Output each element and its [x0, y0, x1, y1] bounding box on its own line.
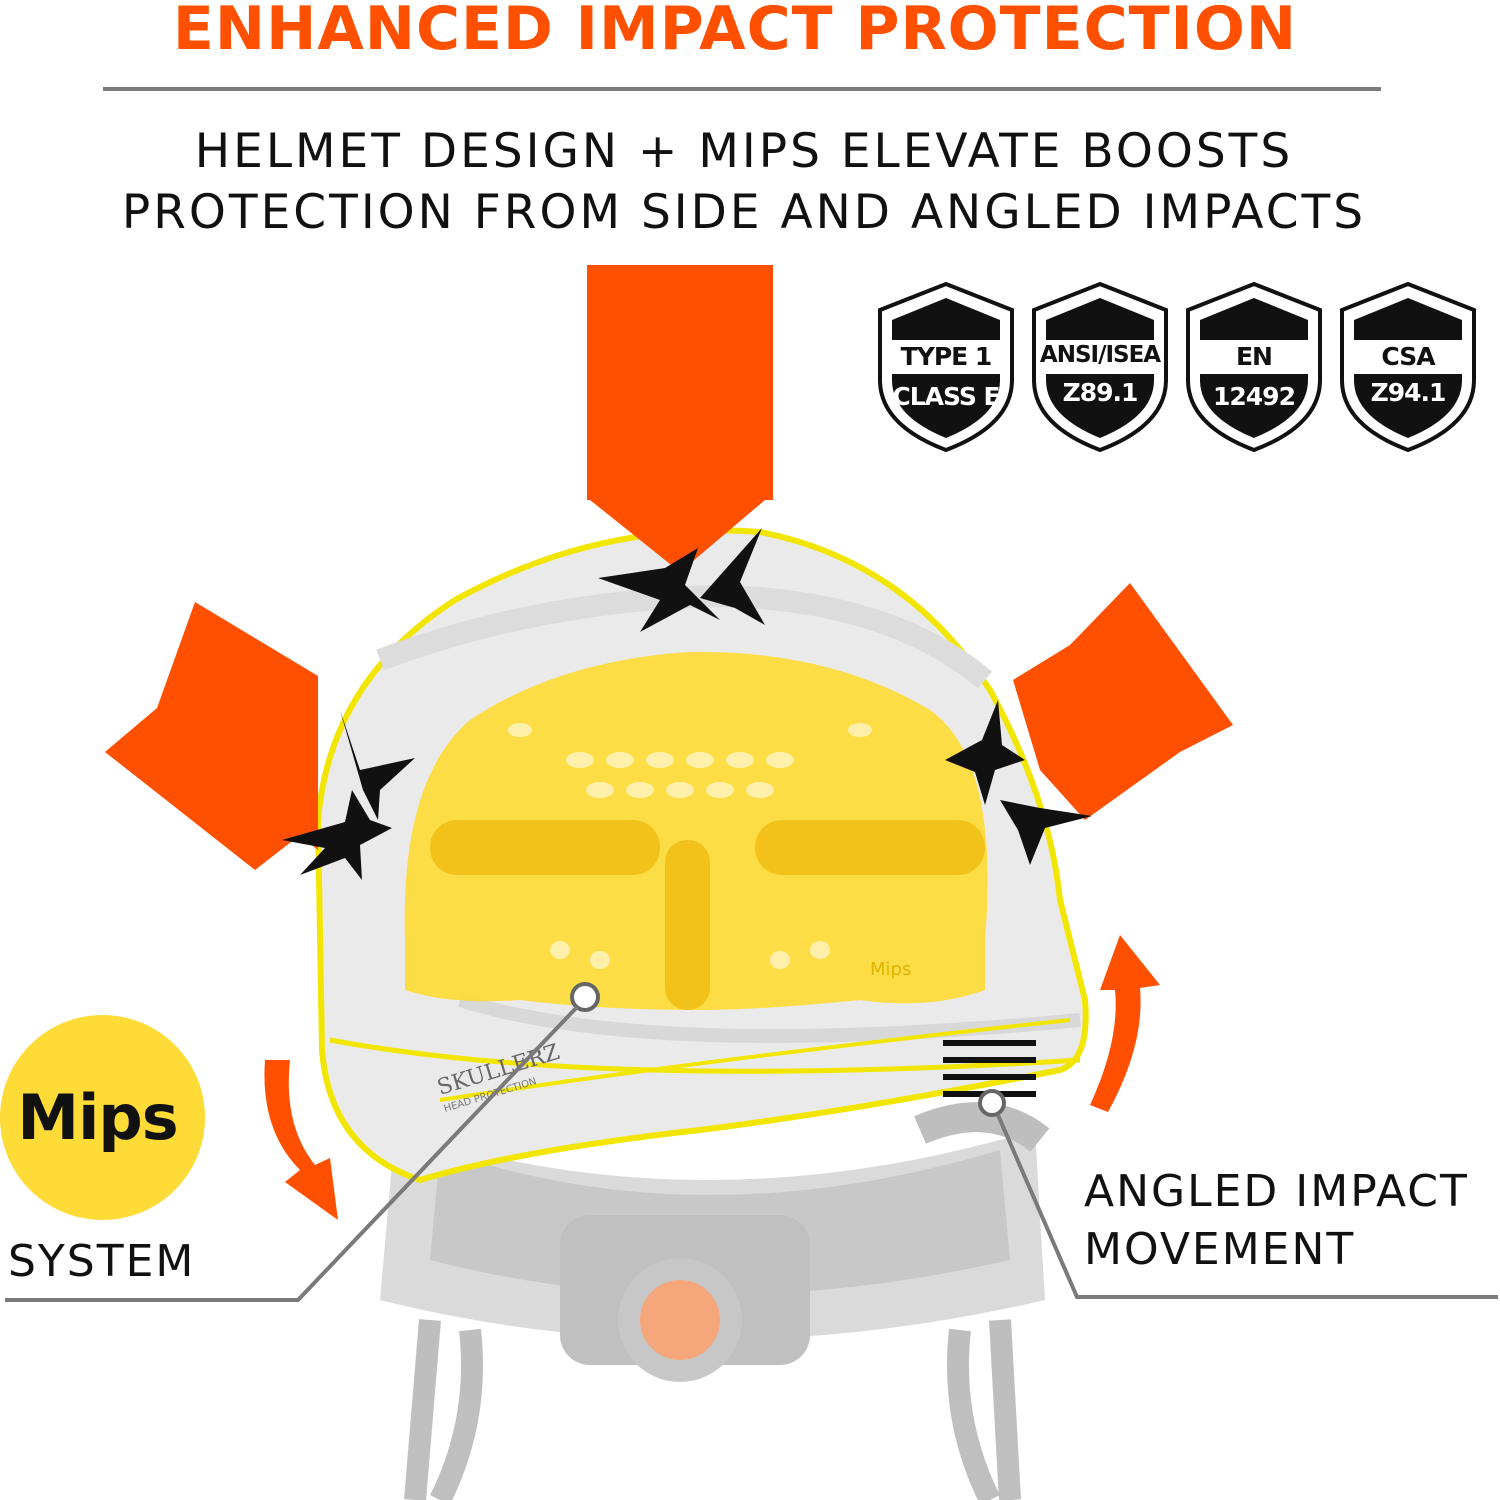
- header-divider: [103, 87, 1381, 91]
- system-label: SYSTEM: [8, 1236, 196, 1287]
- cert-line-2: 12492: [1213, 382, 1296, 411]
- cert-badge-csa: CSA Z94.1: [1338, 280, 1478, 452]
- cert-badge-ansi: ANSI/ISEA Z89.1: [1030, 280, 1170, 452]
- left-burst-icon-2: [340, 710, 415, 820]
- headline: ENHANCED IMPACT PROTECTION: [172, 0, 1298, 64]
- right-burst-icon-2: [1000, 800, 1092, 865]
- cert-badge-en: EN 12492: [1184, 280, 1324, 452]
- angled-leader-line: [996, 1114, 1498, 1299]
- cert-line-1: TYPE 1: [900, 342, 993, 371]
- cert-line-1: CSA: [1381, 342, 1435, 371]
- angled-impact-label-line-2: MOVEMENT: [1084, 1224, 1356, 1275]
- subheadline-line-1: HELMET DESIGN + MIPS ELEVATE BOOSTS: [194, 124, 1294, 179]
- cert-line-2: Z94.1: [1370, 378, 1447, 407]
- callout-lines: [5, 982, 1498, 1302]
- mips-liner: Mips: [404, 651, 988, 1010]
- top-burst-icon-2: [700, 528, 765, 625]
- mips-logo: Mips: [0, 1015, 205, 1220]
- shield-icon: [1186, 281, 1322, 452]
- left-impact-arrow-icon: [105, 602, 318, 870]
- right-impact-arrow-icon: [1013, 583, 1233, 820]
- right-rotation-arrow-icon: [1090, 935, 1160, 1112]
- right-burst-icon: [945, 700, 1025, 805]
- mips-logo-text: Mips: [17, 1081, 178, 1154]
- impact-burst-icons: [282, 528, 1092, 880]
- left-burst-icon: [282, 790, 392, 880]
- ratchet-knob-icon: [618, 1258, 742, 1382]
- cert-line-1: EN: [1235, 342, 1273, 371]
- cert-badge-type1-classe: TYPE 1 CLASS E: [876, 280, 1016, 452]
- top-impact-arrow-icon: [587, 265, 773, 572]
- top-burst-icon: [598, 548, 720, 632]
- system-leader-line: [5, 1005, 579, 1302]
- shield-icon: [878, 281, 1014, 452]
- subheadline-line-2: PROTECTION FROM SIDE AND ANGLED IMPACTS: [121, 185, 1367, 240]
- shield-icon: [1340, 281, 1476, 452]
- angled-impact-label-line-1: ANGLED IMPACT: [1084, 1166, 1469, 1217]
- impact-arrows: [105, 265, 1233, 1220]
- cert-line-2: CLASS E: [892, 382, 1000, 411]
- cert-line-1: ANSI/ISEA: [1039, 342, 1161, 368]
- shield-icon: [1032, 281, 1168, 452]
- left-rotation-arrow-icon: [264, 1060, 338, 1220]
- liner-mips-mark: Mips: [870, 959, 911, 980]
- cert-line-2: Z89.1: [1062, 378, 1139, 407]
